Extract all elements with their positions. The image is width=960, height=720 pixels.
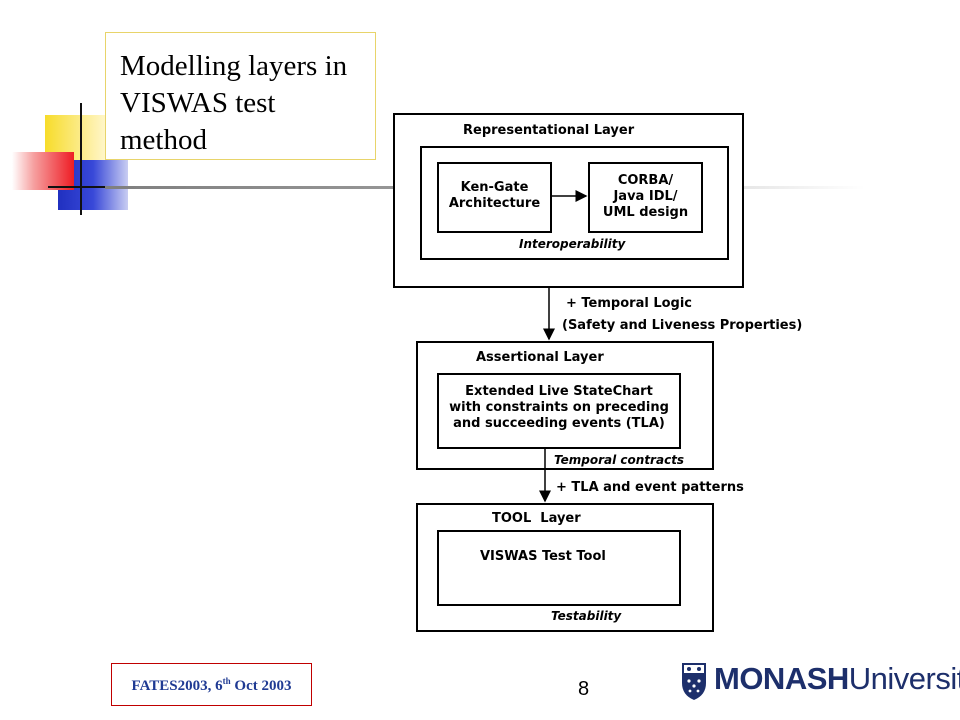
monash-crest-icon xyxy=(682,663,706,700)
corba-label: CORBA/ Java IDL/ UML design xyxy=(588,173,703,221)
footer-date: Oct 2003 xyxy=(230,678,292,694)
logo-text: MONASHUniversity xyxy=(714,661,960,697)
ken-gate-line-2: Architecture xyxy=(448,196,541,211)
tla-event-patterns-label: + TLA and event patterns xyxy=(556,480,744,495)
corba-line-1: CORBA/ xyxy=(617,173,674,188)
corba-line-2: Java IDL/ xyxy=(613,189,678,204)
ken-gate-label: Ken-Gate Architecture xyxy=(437,180,552,212)
tool-layer-box xyxy=(416,503,714,632)
title-box: Modelling layers in VISWAS test method xyxy=(105,32,376,160)
ken-gate-line-1: Ken-Gate xyxy=(460,180,529,195)
interoperability-label: Interoperability xyxy=(519,237,626,251)
assertional-layer-title: Assertional Layer xyxy=(476,350,604,365)
statechart-label: Extended Live StateChart with constraint… xyxy=(437,384,681,432)
testability-label: Testability xyxy=(551,609,622,623)
title-line-1: Modelling layers in xyxy=(120,50,348,82)
ken-gate-box xyxy=(437,162,552,233)
statechart-line-1: Extended Live StateChart xyxy=(465,384,653,399)
corba-line-3: UML design xyxy=(602,205,689,220)
statechart-box xyxy=(437,373,681,449)
slide-title: Modelling layers in VISWAS test method xyxy=(120,48,347,159)
safety-liveness-label: (Safety and Liveness Properties) xyxy=(562,318,803,333)
viswas-test-tool-box xyxy=(437,530,681,606)
corba-box xyxy=(588,162,703,233)
statechart-line-2: with constraints on preceding xyxy=(449,400,669,415)
temporal-contracts-label: Temporal contracts xyxy=(554,453,685,467)
title-line-2: VISWAS test xyxy=(120,87,276,119)
title-line-3: method xyxy=(120,124,207,156)
representational-layer-title: Representational Layer xyxy=(463,123,635,138)
footer-superscript: th xyxy=(222,676,231,686)
footer-conference: FATES2003, 6 xyxy=(131,678,223,694)
viswas-test-tool-label: VISWAS Test Tool xyxy=(480,549,606,564)
page-number: 8 xyxy=(578,678,590,700)
logo-name-regular: University xyxy=(848,661,960,696)
temporal-logic-label: + Temporal Logic xyxy=(566,296,693,311)
deco-horizontal-line xyxy=(48,186,108,188)
deco-vertical-line xyxy=(80,103,82,215)
footer-text: FATES2003, 6th Oct 2003 xyxy=(112,676,311,695)
interoperability-inner-box xyxy=(420,146,729,260)
statechart-line-3: and succeeding events (TLA) xyxy=(453,416,665,431)
tool-layer-title: TOOL Layer xyxy=(492,511,581,526)
logo-name-bold: MONASH xyxy=(714,661,849,696)
footer-box: FATES2003, 6th Oct 2003 xyxy=(111,663,312,706)
deco-red-square xyxy=(12,152,74,190)
monash-logo: MONASHUniversity xyxy=(680,660,960,706)
